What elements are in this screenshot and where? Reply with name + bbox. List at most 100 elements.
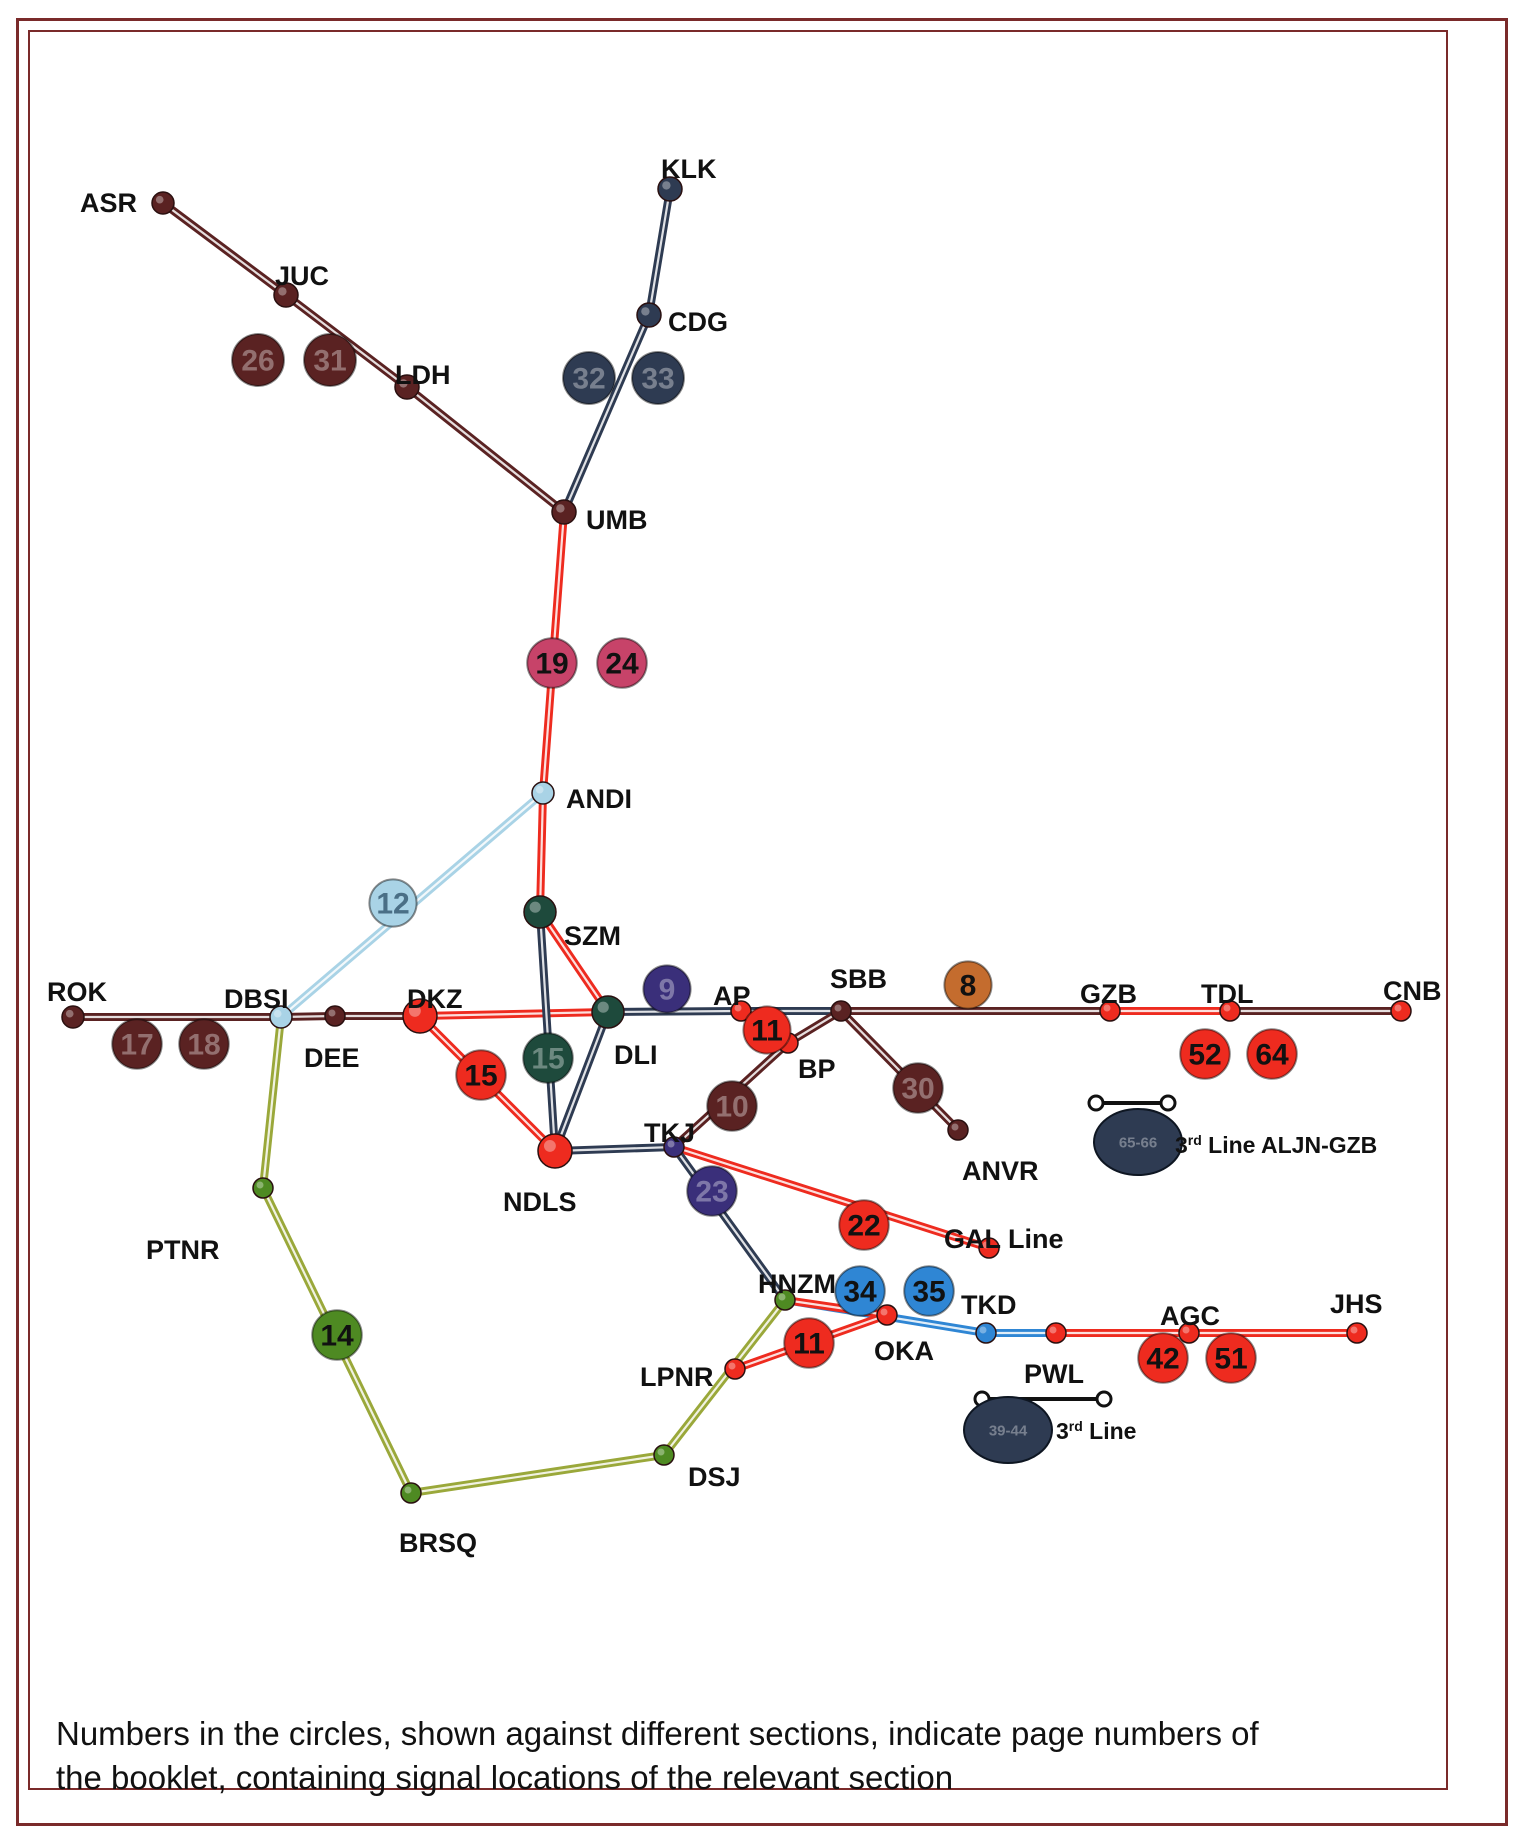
page-number-p34: 34 [843,1276,877,1309]
page-marker-p33: 33 [631,351,685,405]
page-number-p22: 22 [847,1210,880,1243]
page-marker-p10: 10 [706,1080,758,1132]
page-marker-p8: 8 [943,960,993,1010]
station-ap [730,1000,752,1022]
label-pwl: PWL [1024,1359,1084,1389]
page-marker-p24: 24 [596,637,648,689]
page-marker-p12: 12 [368,878,418,928]
page-number-p9: 9 [659,974,676,1007]
page-marker-p3944: 39-44 [963,1396,1053,1464]
station-dbsi [269,1005,293,1029]
track-cdg-umb [560,311,653,516]
station-umb [551,499,577,525]
page-number-p15b: 15 [531,1043,564,1076]
label-tkd: TKD [961,1290,1017,1320]
page-number-p10: 10 [715,1091,748,1124]
track-andi-szm [536,789,547,916]
third-line-aljn-gzb-symbol [1087,1094,1177,1112]
page-number-p11b: 11 [793,1328,825,1361]
page-marker-p14: 14 [311,1309,363,1361]
station-anvr [947,1119,969,1141]
track-szm-ndls [536,908,559,1155]
page-marker-p34: 34 [834,1265,886,1317]
label-bp: BP [798,1054,836,1084]
page-marker-p15a: 15 [455,1049,507,1101]
label-ndls: NDLS [503,1187,577,1217]
station-ptnr [252,1177,274,1199]
label-cdg: CDG [668,307,728,337]
track-dsj-brsq [407,1451,668,1497]
station-ldh [394,374,420,400]
label-dkz: DKZ [407,984,463,1014]
track-hnzm-dsj [660,1296,789,1459]
station-szm [523,895,557,929]
page-marker-p26: 26 [231,333,285,387]
page-marker-p52: 52 [1179,1028,1231,1080]
track-szm-dli [536,908,612,1016]
label-anvr: ANVR [962,1156,1039,1186]
label-dli: DLI [614,1040,658,1070]
page-number-p3944: 39-44 [989,1422,1028,1439]
track-ptnr-dbsi [259,1013,285,1192]
station-tkd [975,1322,997,1344]
page-marker-p30: 30 [892,1062,944,1114]
page-marker-p19: 19 [526,637,578,689]
station-klk [657,176,683,202]
station-oka [876,1304,898,1326]
track-dli-ndls [551,1008,612,1155]
label-lpnr: LPNR [640,1362,714,1392]
page-number-p32: 32 [572,363,605,396]
label-oka: OKA [874,1336,934,1366]
page-number-p12: 12 [376,888,409,921]
station-rok [61,1005,85,1029]
label-asr: ASR [80,188,137,218]
page-marker-p23: 23 [686,1165,738,1217]
page-marker-p11b: 11 [783,1317,835,1369]
station-dli [591,995,625,1029]
label-szm: SZM [564,921,621,951]
third-line-pwl-label: 3rd Line [1056,1418,1136,1444]
label-ptnr: PTNR [146,1235,220,1265]
track-dli-ap [604,1007,745,1016]
page-number-p31: 31 [313,345,346,378]
third-line-aljn-gzb-label: 3rd Line ALJN-GZB [1175,1132,1377,1158]
page-marker-p64: 64 [1246,1028,1298,1080]
track-tkj-hnzm [670,1143,789,1304]
page-number-p11a: 11 [751,1015,783,1048]
page-marker-p22: 22 [838,1199,890,1251]
track-asr-juc [159,199,290,299]
track-klk-cdg [645,185,674,319]
label-dbsi: DBSI [224,984,289,1014]
page-number-p8: 8 [960,970,977,1003]
station-cdg [636,302,662,328]
station-asr [151,191,175,215]
label-cnb: CNB [1383,976,1442,1006]
page-number-p17: 17 [120,1029,153,1062]
track-sbb-anvr [837,1007,962,1134]
page-marker-p32: 32 [562,351,616,405]
label-ap: AP [713,981,751,1011]
label-brsq: BRSQ [399,1528,477,1558]
caption: Numbers in the circles, shown against di… [56,1712,1436,1800]
page-marker-p35: 35 [903,1265,955,1317]
station-gzb [1099,1000,1121,1022]
page-marker-p51: 51 [1205,1332,1257,1384]
station-sbb [830,1000,852,1022]
label-umb: UMB [586,505,648,535]
page-number-p51: 51 [1214,1343,1247,1376]
label-agc: AGC [1160,1301,1220,1331]
station-cnb [1390,1000,1412,1022]
page-number-p64: 64 [1255,1039,1289,1072]
label-gal: GAL Line [944,1224,1064,1254]
page-number-p19: 19 [535,648,568,681]
label-ldh: LDH [395,360,451,390]
station-pwl [1045,1322,1067,1344]
label-klk: KLK [661,154,717,184]
station-hnzm [774,1289,796,1311]
caption-line-2: the booklet, containing signal locations… [56,1759,954,1796]
station-jhs [1346,1322,1368,1344]
label-tkj: TKJ [644,1118,695,1148]
page-number-p24: 24 [605,648,639,681]
page-number-p14: 14 [320,1320,354,1353]
page-marker-p18: 18 [178,1018,230,1070]
